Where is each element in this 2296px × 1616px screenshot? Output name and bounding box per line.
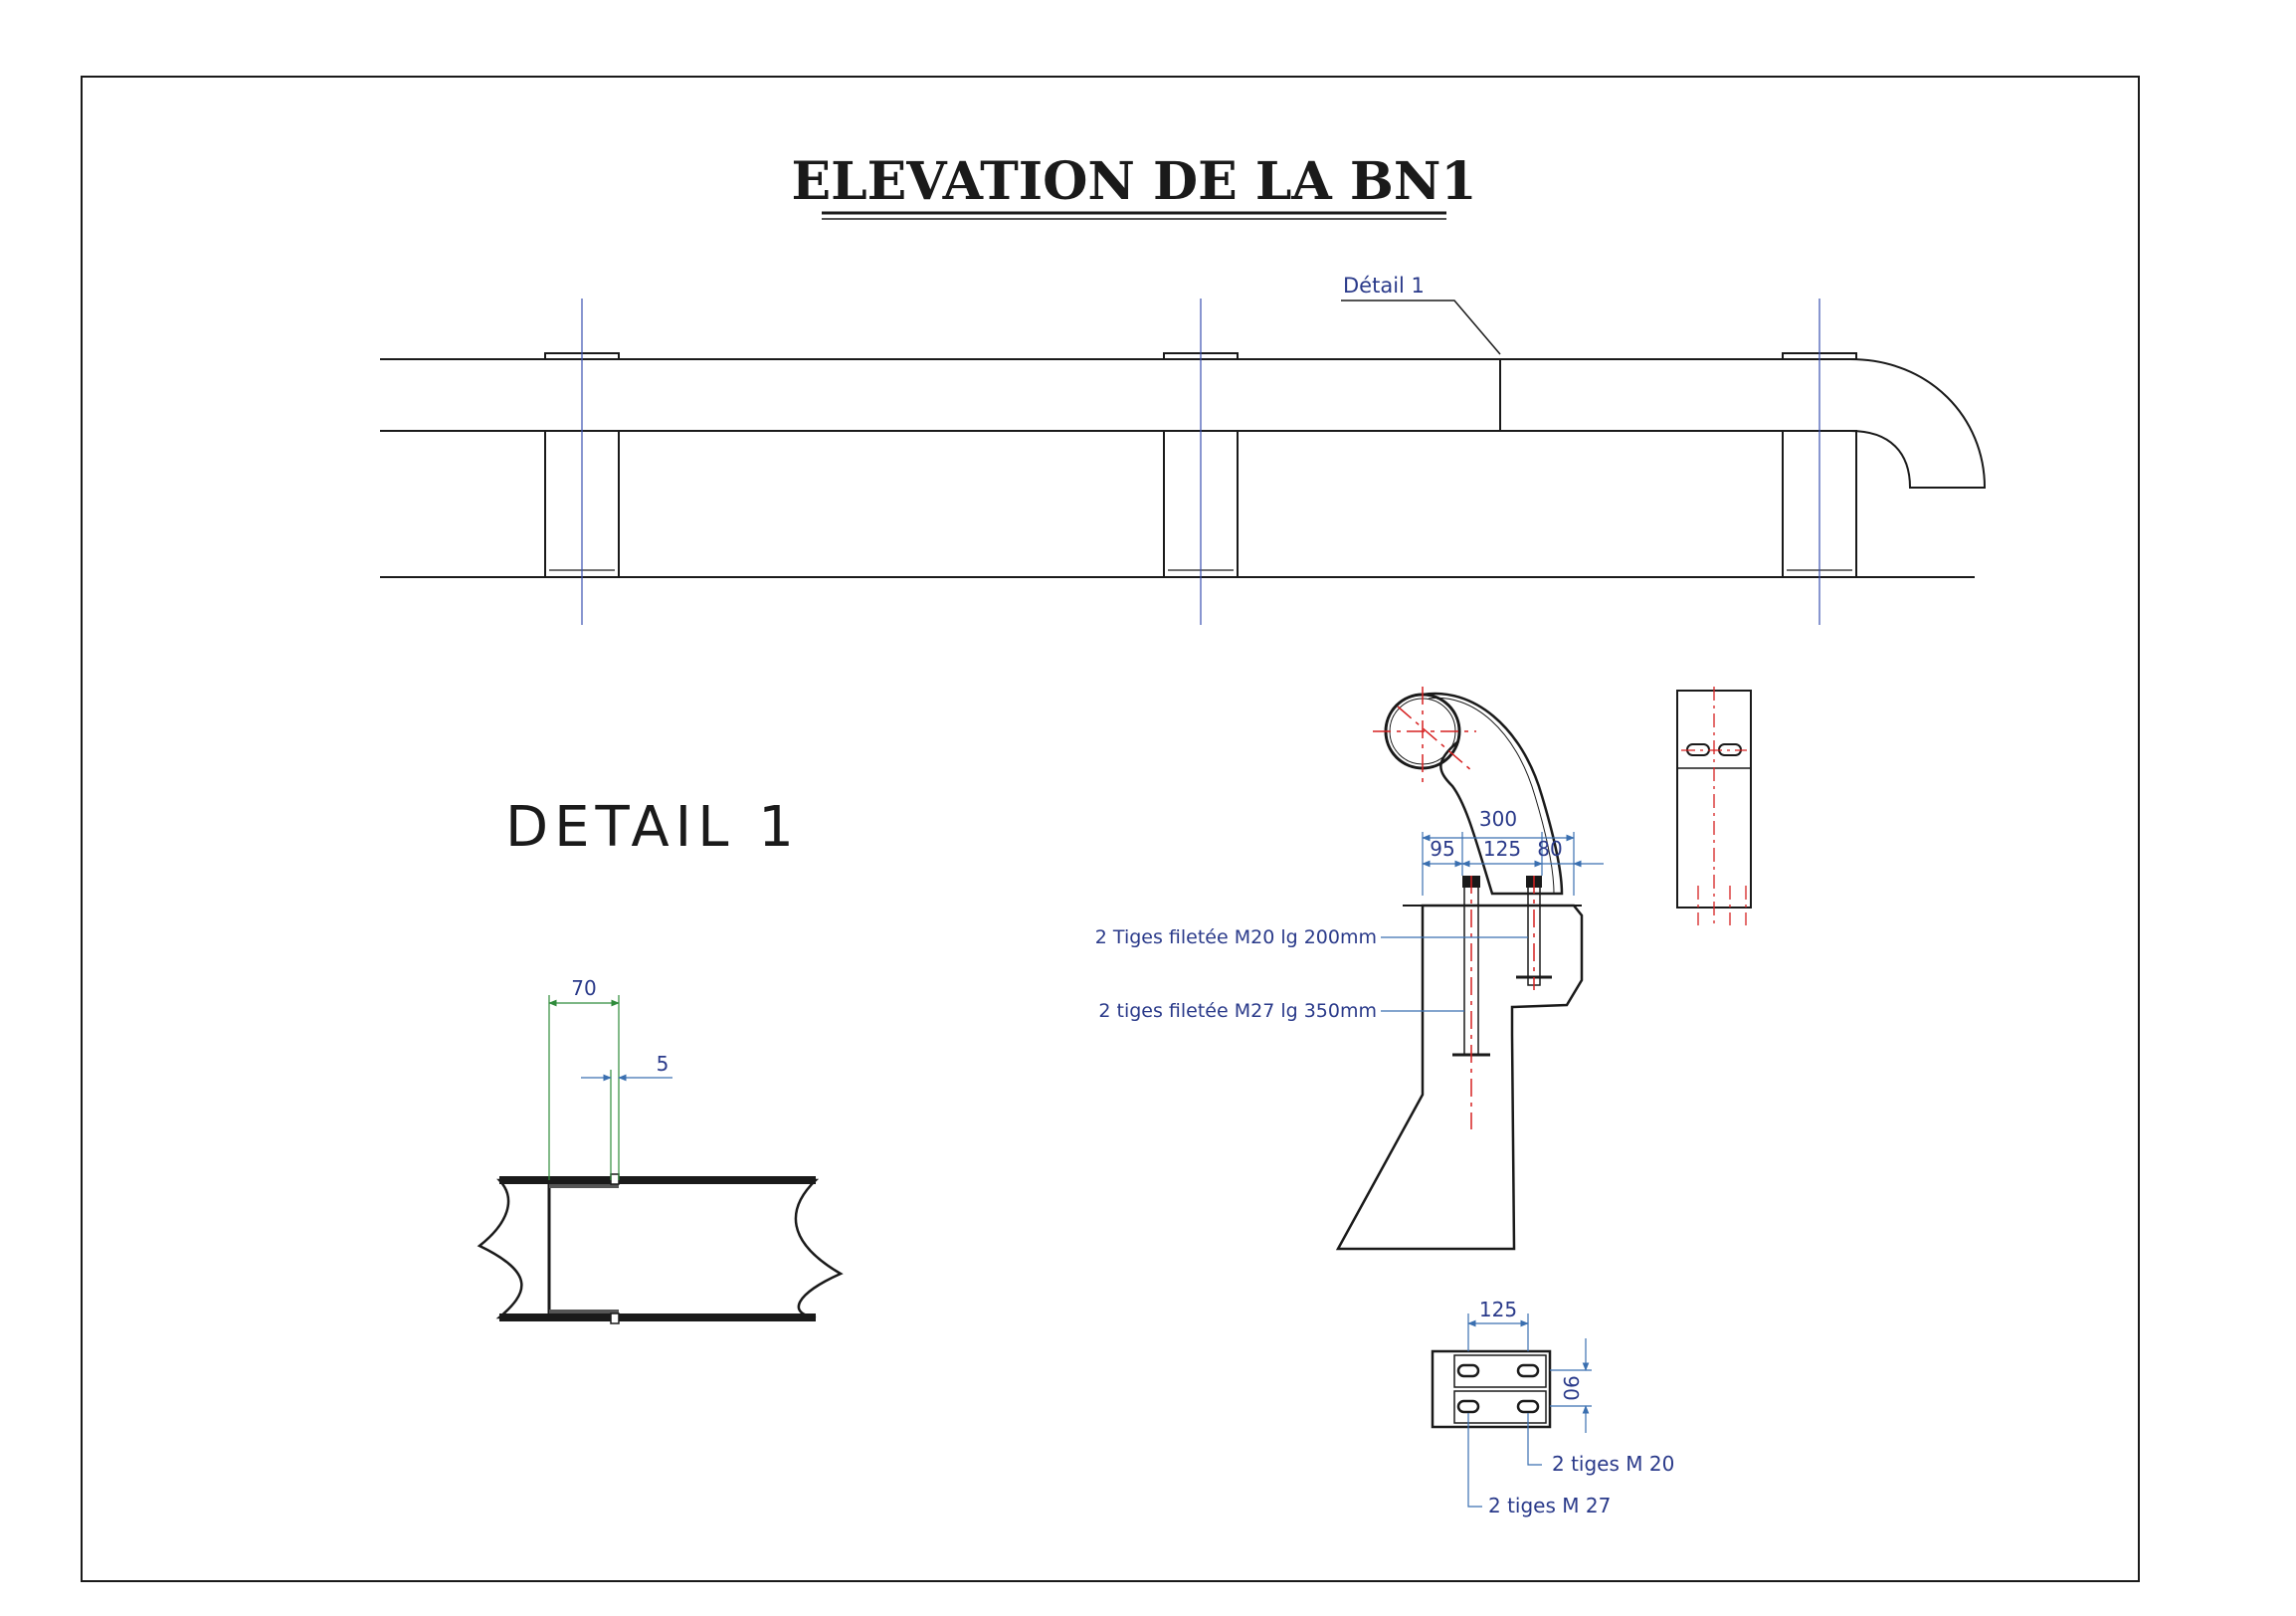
- section-dims: [1422, 832, 1604, 896]
- post-arm: [1422, 692, 1564, 896]
- base-plate-view: 125 90 2 tiges M 20 2 tiges M 27: [1431, 1298, 1674, 1517]
- drawing-title: ELEVATION DE LA BN1: [791, 151, 1476, 212]
- detail-callout-leader: [1341, 300, 1501, 355]
- post-side-view: [1676, 687, 1752, 925]
- label-rods-m20: 2 Tiges filetée M20 lg 200mm: [1095, 926, 1377, 948]
- dim-70-text: 70: [571, 976, 596, 1000]
- plate-slot-4: [1516, 1399, 1540, 1414]
- plate-slot-2: [1516, 1363, 1540, 1378]
- post-section-view: 300 95 125 80 2 Tiges filetée M20 lg 200…: [1095, 687, 1604, 1251]
- dim-125-text: 125: [1483, 837, 1521, 861]
- elevation-view: [380, 352, 1987, 578]
- tube-outline: [477, 1178, 844, 1319]
- plate-row-top: [1453, 1354, 1547, 1388]
- tube-wall-top: [499, 1176, 816, 1184]
- detail1-joint-view: 70 5: [477, 976, 844, 1324]
- label-plate-m27: 2 tiges M 27: [1488, 1494, 1611, 1517]
- detail-callout-label: Détail 1: [1343, 274, 1425, 298]
- plate-dim-125-text: 125: [1479, 1298, 1517, 1321]
- plate-row-bottom: [1453, 1390, 1547, 1424]
- dim-80-text: 80: [1537, 837, 1562, 861]
- detail1-heading: DETAIL 1: [505, 795, 800, 860]
- post-arm-inner: [1428, 697, 1555, 895]
- leader-plate-m20: [1527, 1413, 1542, 1466]
- rail-end-bend: [1849, 358, 1987, 489]
- plate-dims: [1467, 1313, 1592, 1508]
- tube-wall-bottom: [499, 1313, 816, 1321]
- label-rods-m27: 2 tiges filetée M27 lg 350mm: [1098, 1000, 1377, 1022]
- dim-300-text: 300: [1479, 807, 1517, 831]
- center-lines: [1373, 687, 1535, 1129]
- plate-dim-90-text: 90: [1559, 1375, 1583, 1400]
- plate-slot-3: [1456, 1399, 1480, 1414]
- plate-outline: [1431, 1349, 1552, 1429]
- gap-bottom: [610, 1313, 620, 1324]
- plate-slot-1: [1456, 1363, 1480, 1378]
- drawing-frame: [81, 76, 2140, 1582]
- dim-95-text: 95: [1430, 837, 1454, 861]
- gap-top: [610, 1173, 620, 1185]
- tube-center-diag: [1397, 706, 1473, 772]
- leader-plate-m27: [1467, 1413, 1482, 1508]
- post-foot: [1335, 904, 1584, 1251]
- label-plate-m20: 2 tiges M 20: [1552, 1452, 1674, 1476]
- post-axes: [581, 299, 1820, 625]
- dim-5-text: 5: [657, 1052, 670, 1076]
- side-center-lines: [1681, 687, 1747, 925]
- sleeve-bottom: [549, 1310, 619, 1313]
- sleeve-top: [549, 1184, 619, 1188]
